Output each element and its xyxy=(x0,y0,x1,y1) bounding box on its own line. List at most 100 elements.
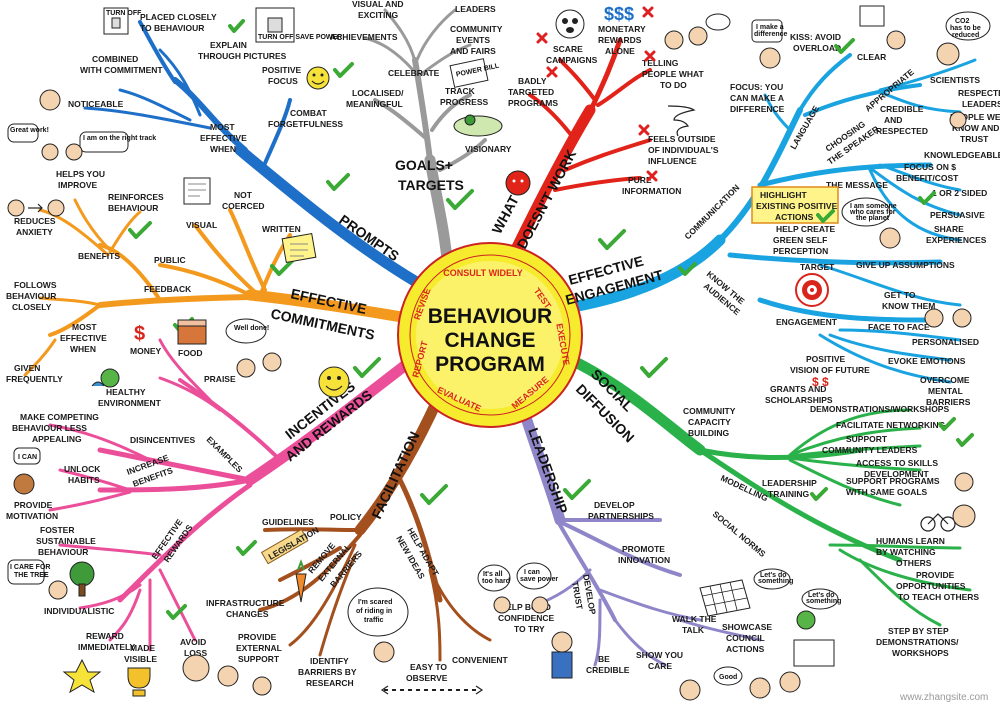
label-eng-highlight-2: EXISTING POSITIVE xyxy=(756,201,838,211)
x-mark-icon xyxy=(546,66,558,78)
label-prompts-positive-1: POSITIVE xyxy=(262,65,302,75)
label-eng-target: TARGET xyxy=(800,262,835,272)
label-diff-step-2: DEMONSTRATIONS/ xyxy=(876,637,959,647)
people-group-icon xyxy=(954,472,974,492)
highlight-box xyxy=(751,186,839,224)
label-prompts-explain-1: EXPLAIN xyxy=(210,40,247,50)
label-prompts-most-effective-2: EFFECTIVE xyxy=(200,133,247,143)
label-eng-knowledgeable: KNOWLEDGEABLE xyxy=(924,150,1000,160)
label-eng-get-2: KNOW THEM xyxy=(882,301,935,311)
branch-commitments-lines xyxy=(23,198,426,377)
check-icon xyxy=(420,484,448,505)
check-icon xyxy=(128,221,152,239)
bubble-good-text: Good xyxy=(719,674,737,681)
bubble-planet-text-2: who cares for xyxy=(849,209,896,216)
audience-people-icon xyxy=(924,308,972,328)
label-eng-highlight-1: HIGHLIGHT xyxy=(760,190,808,200)
label-goals-localised-1: LOCALISED/ xyxy=(352,88,404,98)
label-com-follows-3: CLOSELY xyxy=(12,302,52,312)
label-dw-monetary-1: MONETARY xyxy=(598,24,646,34)
label-com-reinforces-2: BEHAVIOUR xyxy=(108,203,158,213)
label-fac-easy-1: EASY TO xyxy=(410,662,447,672)
label-diff-leaders-1: SUPPORT xyxy=(846,434,888,444)
scientist-icon: CO2 has to be reduced xyxy=(936,11,991,66)
label-eng-respected-2: LEADERS xyxy=(962,99,1000,109)
label-goals-visual-2: EXCITING xyxy=(358,10,399,20)
label-eng-green-2: GREEN SELF xyxy=(773,235,827,245)
speech-bubble-can-save: I can save power xyxy=(493,562,558,614)
label-com-benefits: BENEFITS xyxy=(78,251,120,261)
label-dw-telling-3: TO DO xyxy=(660,80,687,90)
label-eng-respected-1: RESPECTED xyxy=(958,88,1000,98)
label-goals-localised-2: MEANINGFUL xyxy=(346,99,403,109)
label-prompts-positive-2: FOCUS xyxy=(268,76,298,86)
branch-title-goals-2: TARGETS xyxy=(398,177,464,193)
bubble-co2-text-3: reduced xyxy=(952,32,979,39)
label-inc-praise: PRAISE xyxy=(204,374,236,384)
label-eng-benefit-2: BENEFIT/COST xyxy=(896,173,959,183)
label-dw-badly-1: BADLY xyxy=(518,76,547,86)
label-goals-track-2: PROGRESS xyxy=(440,97,489,107)
label-com-anxiety-1: REDUCES xyxy=(14,216,56,226)
branch-title-doesnt-work-1: WHAT xyxy=(489,192,523,236)
label-diff-programs-1: SUPPORT PROGRAMS xyxy=(846,476,940,486)
label-diff-skills-1: ACCESS TO SKILLS xyxy=(856,458,938,468)
bubble-i-care-text-2: THE TREE xyxy=(14,572,49,579)
label-fac-policy: POLICY xyxy=(330,512,362,522)
big-smiley-face-icon xyxy=(318,366,350,398)
label-inc-foster-1: FOSTER xyxy=(40,525,74,535)
label-inc-healthy-1: HEALTHY xyxy=(106,387,146,397)
label-diff-teach-2: OPPORTUNITIES xyxy=(896,581,966,591)
bubble-make-diff-text-1: I make a xyxy=(756,24,784,31)
label-eng-give-up: GIVE UP ASSUMPTIONS xyxy=(856,260,955,270)
label-diff-programs-2: WITH SAME GOALS xyxy=(846,487,928,497)
label-eng-overcome-2: MENTAL xyxy=(928,386,963,396)
label-com-coerced-2: COERCED xyxy=(222,201,265,211)
branch-title-leadership: LEADERSHIP xyxy=(525,426,571,516)
label-eng-get-1: GET TO xyxy=(884,290,916,300)
label-eng-people-2: KNOW AND xyxy=(952,123,999,133)
speech-bubble-on-track: I am on the right track xyxy=(79,131,156,153)
label-goals-leaders: LEADERS xyxy=(455,4,496,14)
branch-goals-lines xyxy=(363,8,487,276)
label-fac-identify-3: RESEARCH xyxy=(306,678,354,688)
speech-bubble-i-care: I CARE FOR THE TREE xyxy=(7,559,95,600)
label-lead-walk-2: TALK xyxy=(682,625,705,635)
label-fac-guidelines: GUIDELINES xyxy=(262,517,314,527)
label-goals-community-1: COMMUNITY xyxy=(450,24,503,34)
label-diff-grants-2: SCHOLARSHIPS xyxy=(765,395,833,405)
anxious-face-icon xyxy=(7,199,65,217)
label-inc-individualistic: INDIVIDUALISTIC xyxy=(44,606,114,616)
label-inc-unlock-2: HABITS xyxy=(68,475,100,485)
label-com-visual: VISUAL xyxy=(186,220,217,230)
label-diff-capacity-2: CAPACITY xyxy=(688,417,731,427)
label-inc-healthy-2: ENVIRONMENT xyxy=(98,398,162,408)
label-com-feedback: FEEDBACK xyxy=(144,284,192,294)
speech-bubble-great-work: Great work! xyxy=(7,123,49,143)
label-inc-visible-1: MADE xyxy=(130,643,155,653)
check-icon xyxy=(816,209,835,223)
visual-board-icon xyxy=(183,177,211,205)
label-com-most-2: EFFECTIVE xyxy=(60,333,107,343)
label-diff-networking: FACILITATE NETWORKING xyxy=(836,420,946,430)
label-diff-teach-3: TO TEACH OTHERS xyxy=(898,592,979,602)
dollar-signs-icon: $$$ xyxy=(604,4,634,24)
check-icon xyxy=(166,604,187,620)
label-lead-develop-1: DEVELOP xyxy=(594,500,635,510)
label-dw-scare-1: SCARE xyxy=(553,44,583,54)
label-com-most-3: WHEN xyxy=(70,344,96,354)
label-diff-training-1: LEADERSHIP xyxy=(762,478,817,488)
label-fac-infra-1: INFRASTRUCTURE xyxy=(206,598,285,608)
label-lead-showcase-2: COUNCIL xyxy=(726,633,765,643)
watermark: www.zhangsite.com xyxy=(899,692,988,703)
label-com-helps-1: HELPS YOU xyxy=(56,169,105,179)
label-eng-highlight-3: ACTIONS xyxy=(775,212,814,222)
label-eng-kiss-2: OVERLOAD xyxy=(793,43,841,53)
label-dw-pure-1: PURE xyxy=(628,175,652,185)
crowd-icon xyxy=(679,639,835,701)
check-icon xyxy=(956,433,974,447)
label-eng-engagement: ENGAGEMENT xyxy=(776,317,838,327)
solar-panel-icon xyxy=(699,579,751,617)
label-com-given-1: GIVEN xyxy=(14,363,40,373)
label-eng-scientists: SCIENTISTS xyxy=(930,75,980,85)
